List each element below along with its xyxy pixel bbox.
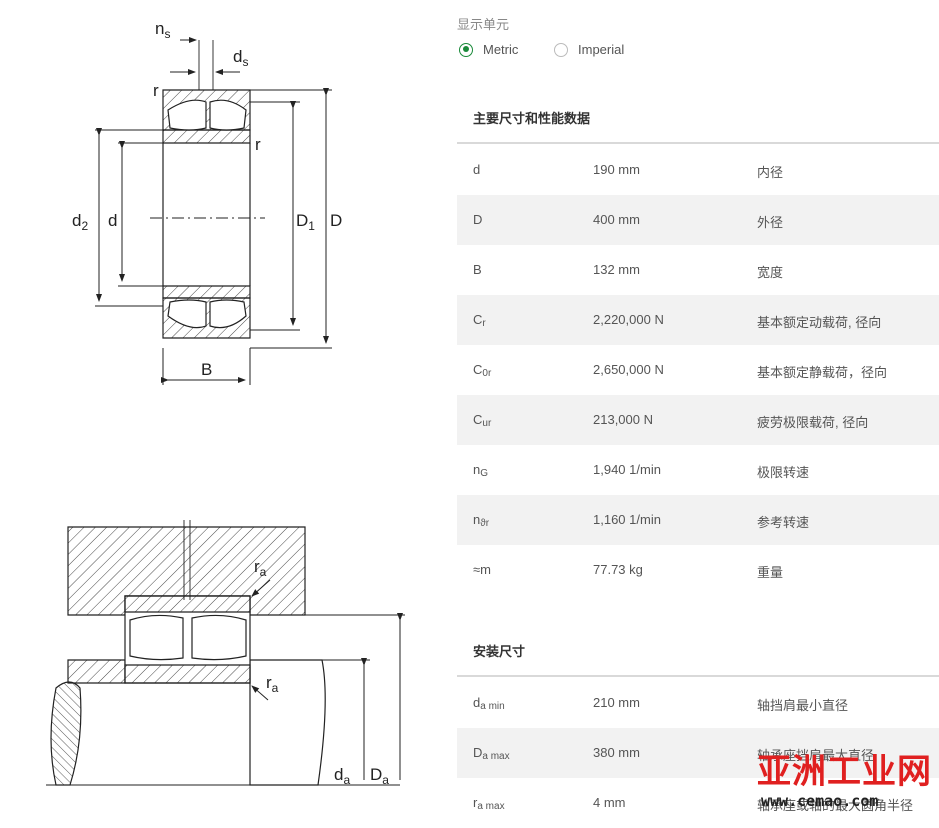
value-cell: 380 mm: [593, 745, 640, 760]
table-row: nϑr 1,160 1/min 参考转速: [457, 495, 939, 545]
description-cell: 基本额定动载荷, 径向: [757, 315, 882, 330]
symbol-cell: Cr: [473, 312, 486, 329]
imperial-label: Imperial: [578, 42, 625, 57]
description-cell: 轴承座挡肩最大直径: [757, 748, 875, 763]
description-cell: 外径: [757, 215, 784, 230]
metric-label: Metric: [483, 42, 519, 57]
label-D: D: [330, 211, 342, 230]
description-cell: 参考转速: [757, 515, 810, 530]
description-cell: 内径: [757, 165, 784, 180]
table-row: ≈m 77.73 kg 重量: [457, 545, 939, 595]
symbol-cell: nϑr: [473, 512, 490, 529]
label-d2: d2: [72, 211, 88, 233]
symbol-cell: B: [473, 262, 482, 277]
bearing-drawing: ns ds r r d2 d D1 D B: [46, 19, 405, 787]
table-row: C0r 2,650,000 N 基本额定静载荷，径向: [457, 345, 939, 395]
symbol-cell: ra max: [473, 795, 505, 812]
metric-radio[interactable]: Metric: [459, 42, 518, 57]
symbol-cell: d: [473, 162, 481, 177]
label-ra-bottom: ra: [266, 673, 279, 695]
label-B: B: [201, 360, 212, 379]
symbol-cell: Da max: [473, 745, 510, 762]
label-ns: ns: [155, 19, 170, 41]
table-row: Cur 213,000 N 疲劳极限载荷, 径向: [457, 395, 939, 445]
divider: [457, 142, 939, 144]
watermark-text: 亚洲工业网: [757, 752, 932, 792]
table-row: nG 1,940 1/min 极限转速: [457, 445, 939, 495]
label-ra-top: ra: [254, 557, 267, 579]
table-row: d 190 mm 内径: [457, 145, 939, 195]
description-cell: 宽度: [757, 265, 784, 280]
value-cell: 190 mm: [593, 162, 640, 177]
radio-checked-icon: [459, 42, 473, 57]
imperial-radio[interactable]: Imperial: [554, 42, 624, 57]
value-cell: 2,220,000 N: [593, 312, 664, 327]
label-D1: D1: [296, 211, 315, 233]
symbol-cell: C0r: [473, 362, 492, 379]
table-row: D 400 mm 外径: [457, 195, 939, 245]
description-cell: 轴挡肩最小直径: [757, 698, 849, 713]
watermark-logo: 亚洲工业网 www.cemao.com: [757, 752, 939, 818]
label-Da: Da: [370, 765, 389, 787]
label-r-top: r: [153, 81, 159, 100]
label-ds: ds: [233, 47, 248, 69]
value-cell: 1,940 1/min: [593, 462, 661, 477]
value-cell: 4 mm: [593, 795, 626, 810]
value-cell: 210 mm: [593, 695, 640, 710]
description-cell: 极限转速: [757, 465, 810, 480]
description-cell: 基本额定静载荷，径向: [757, 365, 888, 380]
watermark-url: www.cemao.com: [761, 792, 879, 810]
units-label: 显示单元: [457, 17, 510, 32]
table-row: da min 210 mm 轴挡肩最小直径: [457, 678, 939, 728]
description-cell: 重量: [757, 565, 784, 580]
table-row: ra max 4 mm 轴承座或轴的最大圆角半径: [457, 778, 939, 828]
table-row: Da max 380 mm 轴承座挡肩最大直径: [457, 728, 939, 778]
value-cell: 2,650,000 N: [593, 362, 664, 377]
value-cell: 132 mm: [593, 262, 640, 277]
value-cell: 400 mm: [593, 212, 640, 227]
bearing-section: [150, 40, 265, 339]
divider: [457, 675, 939, 677]
radio-unchecked-icon: [554, 42, 568, 57]
symbol-cell: da min: [473, 695, 505, 712]
table-row: Cr 2,220,000 N 基本额定动载荷, 径向: [457, 295, 939, 345]
table-row: B 132 mm 宽度: [457, 245, 939, 295]
value-cell: 77.73 kg: [593, 562, 643, 577]
description-cell: 疲劳极限载荷, 径向: [757, 415, 869, 430]
main-dimensions-title: 主要尺寸和性能数据: [473, 111, 591, 126]
mounting-dimensions-title: 安装尺寸: [473, 644, 526, 659]
mounting-section: [46, 520, 400, 786]
description-cell: 轴承座或轴的最大圆角半径: [757, 798, 914, 813]
symbol-cell: D: [473, 212, 483, 227]
value-cell: 1,160 1/min: [593, 512, 661, 527]
label-d: d: [108, 211, 117, 230]
symbol-cell: ≈m: [473, 562, 491, 577]
value-cell: 213,000 N: [593, 412, 653, 427]
label-r-right: r: [255, 135, 261, 154]
symbol-cell: Cur: [473, 412, 492, 429]
symbol-cell: nG: [473, 462, 489, 479]
label-da: da: [334, 765, 350, 787]
